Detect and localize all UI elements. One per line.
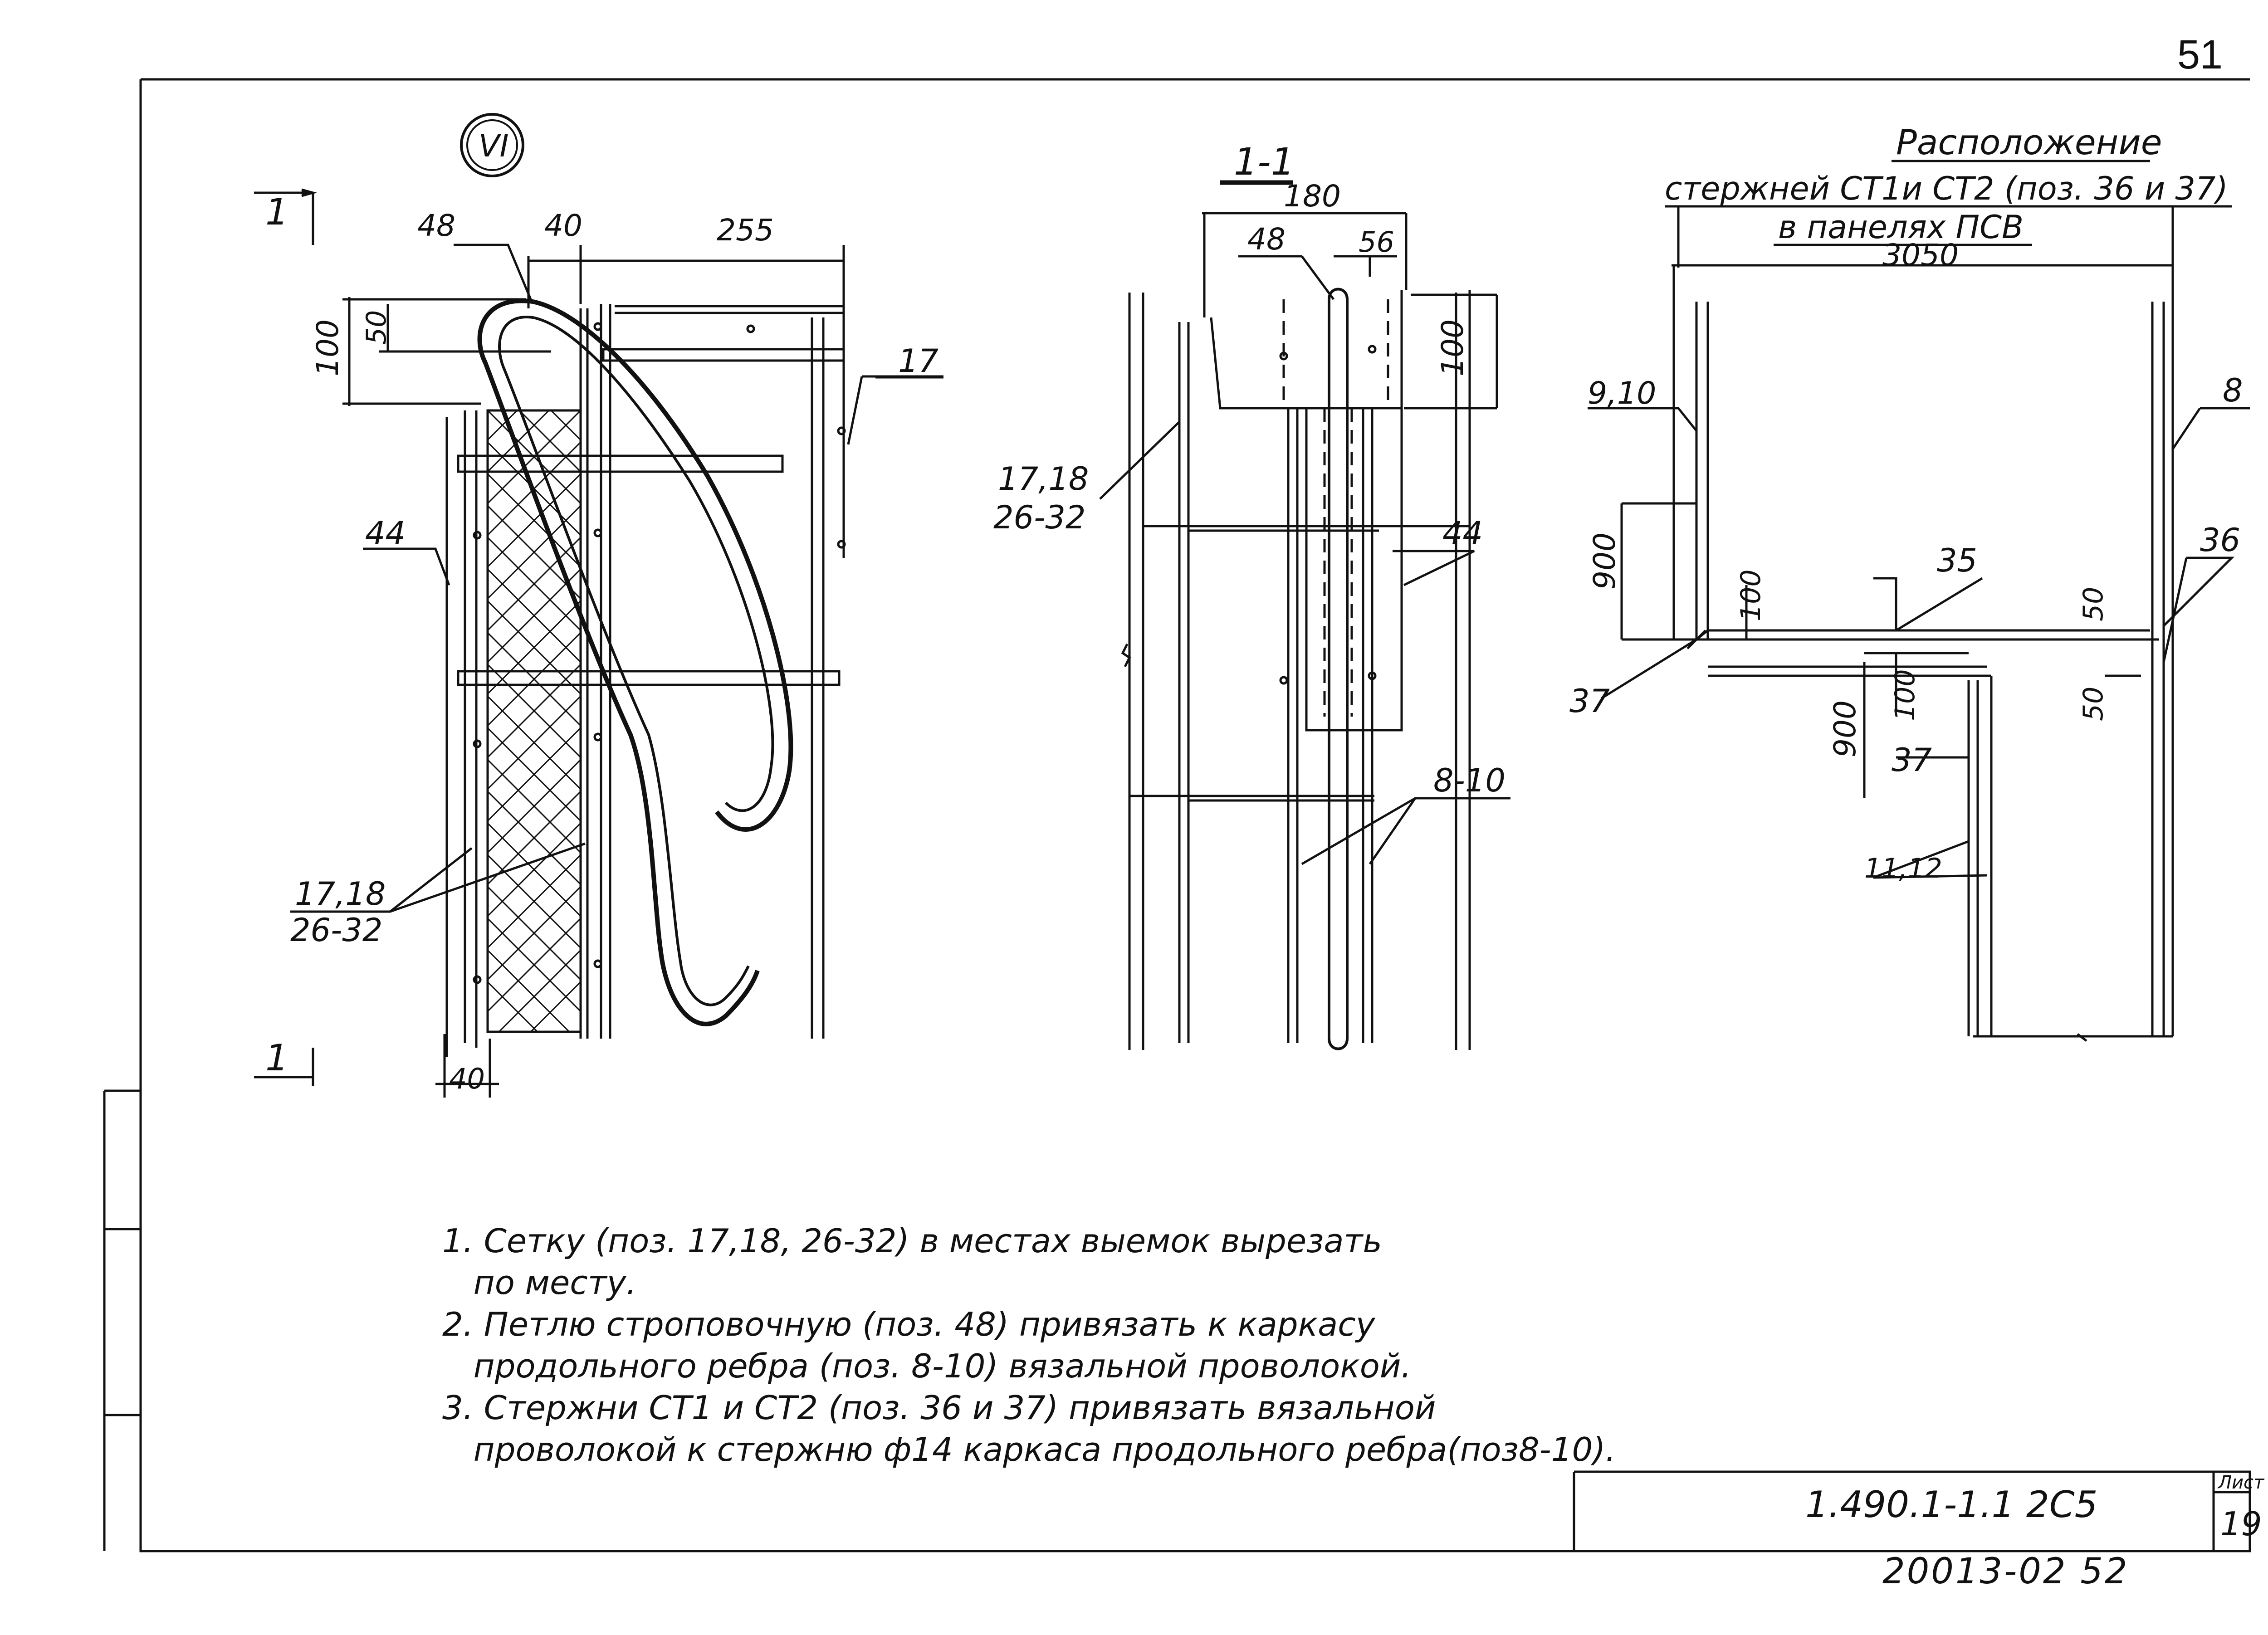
v2-dim-48: 48: [1247, 222, 1286, 257]
v1-label-44: 44: [365, 515, 406, 552]
section-mark-bottom: 1: [265, 1037, 288, 1079]
v3-label-37b: 37: [1892, 742, 1932, 779]
v1-label-17-18: 17,18: [295, 875, 386, 913]
title-block-sheet-label: Лист: [2217, 1472, 2265, 1493]
v1-dim-40: 40: [544, 208, 582, 243]
v1-dim-48: 48: [417, 208, 455, 243]
v3-dim-900a: 900: [1587, 532, 1622, 590]
v3-label-36: 36: [2200, 522, 2240, 559]
v1-label-17: 17: [898, 342, 938, 380]
v3-title-line3: в панелях ПСВ: [1778, 209, 2024, 246]
v3-dim-3050: 3050: [1882, 238, 1959, 273]
title-block-designation: 1.490.1-1.1 2С5: [1805, 1484, 2098, 1526]
v3-dim-50a: 50: [2077, 587, 2109, 621]
v3-label-37a: 37: [1569, 683, 1610, 720]
view1-geometry: [254, 188, 943, 1098]
v1-label-26-32: 26-32: [290, 912, 382, 949]
title-block-frame: [1573, 1470, 2251, 1551]
v3-label-11-12: 11,12: [1864, 853, 1942, 884]
sheet-mark-circle: [460, 113, 524, 177]
v3-label-35: 35: [1937, 542, 1977, 579]
v2-label-17-18: 17,18: [998, 460, 1089, 498]
left-strip: [103, 1089, 141, 1551]
section-title: 1-1: [1234, 141, 1295, 184]
note-line: по месту.: [442, 1264, 637, 1302]
v1-dim-40b: 40: [449, 1062, 485, 1095]
v3-title-line1: Расположение: [1896, 122, 2162, 162]
v3-dim-900b: 900: [1828, 700, 1862, 757]
v3-dim-50b: 50: [2077, 687, 2109, 721]
v2-label-44: 44: [1442, 515, 1483, 552]
v1-dim-255: 255: [717, 213, 774, 248]
title-block-sheet-number: 19: [2220, 1505, 2262, 1543]
v3-dim-100b: 100: [1889, 669, 1921, 721]
v3-title-line2: стержней СТ1и СТ2 (поз. 36 и 37): [1665, 170, 2228, 207]
note-line: проволокой к стержню ф14 каркаса продоль…: [442, 1430, 1616, 1469]
v3-label-9-10: 9,10: [1588, 376, 1656, 411]
drawing-notes: 1. Сетку (поз. 17,18, 26-32) в местах вы…: [442, 1220, 1622, 1470]
v1-dim-50: 50: [361, 310, 392, 345]
v1-dim-100: 100: [310, 319, 345, 376]
v3-dim-100a: 100: [1735, 569, 1767, 621]
v2-dim-180: 180: [1284, 179, 1341, 214]
v2-dim-100: 100: [1435, 319, 1470, 376]
note-line: 3. Стержни СТ1 и СТ2 (поз. 36 и 37) прив…: [442, 1389, 1436, 1427]
view2-geometry: [1099, 180, 1510, 1050]
view3-geometry: [1588, 205, 2250, 1042]
section-mark-top: 1: [265, 191, 288, 233]
note-line: 1. Сетку (поз. 17,18, 26-32) в местах вы…: [442, 1222, 1382, 1260]
v2-label-26-32: 26-32: [993, 499, 1085, 536]
v2-label-8-10: 8-10: [1433, 762, 1505, 799]
page-number: 51: [2177, 32, 2223, 78]
v3-label-8: 8: [2223, 372, 2243, 409]
stamp-code: 20013-02 52: [1882, 1551, 2129, 1592]
sheet-mark-label: VI: [479, 128, 509, 164]
note-line: продольного ребра (поз. 8-10) вязальной …: [442, 1347, 1412, 1385]
v2-dim-56: 56: [1359, 225, 1394, 259]
view1-hatch: [487, 410, 582, 1033]
note-line: 2. Петлю строповочную (поз. 48) привязат…: [442, 1305, 1375, 1343]
